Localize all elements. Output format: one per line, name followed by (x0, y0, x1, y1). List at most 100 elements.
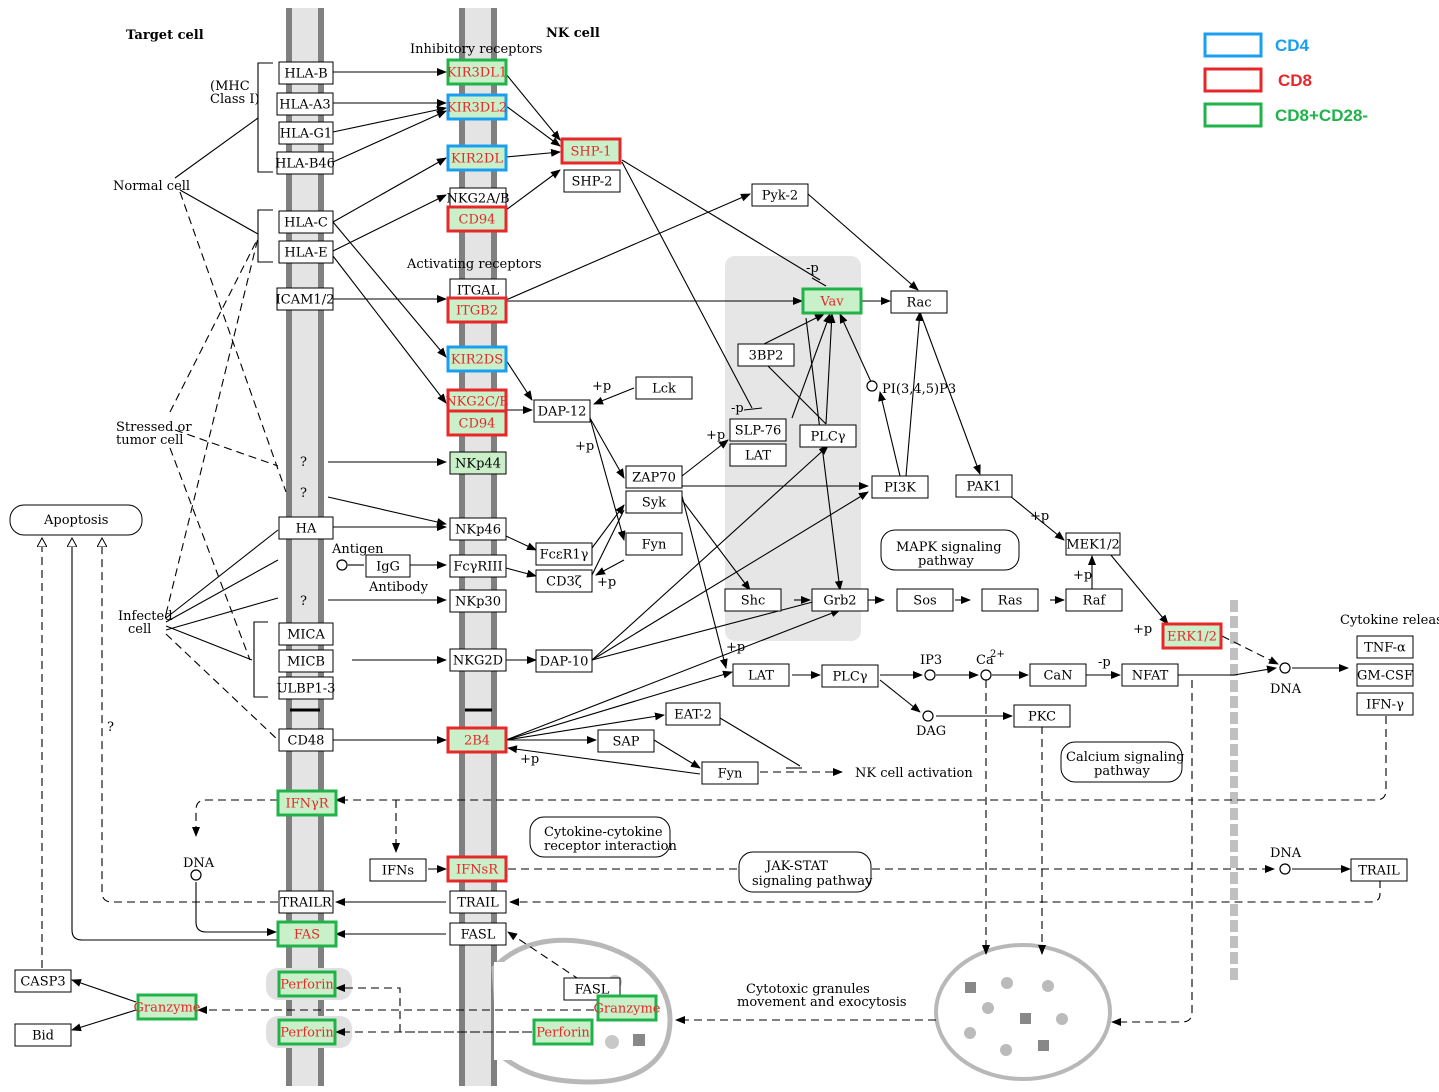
gene-node-icam: ICAM1/2 (276, 287, 335, 311)
gene-box-perforin-t2 (277, 1018, 337, 1046)
gene-node-cd3z: CD3ζ (535, 569, 593, 593)
stressed-label-1: Stressed or (116, 420, 192, 435)
plus-p-label: +p (706, 428, 725, 443)
gene-label-dap12: DAP-12 (538, 405, 587, 420)
gene-box-grb2 (811, 588, 869, 612)
gene-node-trail-nk: TRAIL (449, 890, 507, 914)
gene-node-micb: MICB (278, 649, 334, 673)
gene-node-nkp30: NKp30 (449, 589, 507, 613)
gene-box-raf (1065, 588, 1123, 612)
gene-node-nkg2d: NKG2D (449, 648, 507, 672)
gene-node-gmcsf: GM-CSF (1356, 663, 1414, 687)
gene-node-grb2: Grb2 (811, 588, 869, 612)
gene-box-hla-b (278, 61, 334, 85)
gene-node-kir2dl: KIR2DL (446, 144, 508, 172)
gene-label-lat1: LAT (745, 449, 771, 464)
gene-box-fcer1g (535, 542, 593, 566)
unknown-link: ? (107, 720, 114, 735)
gene-box-mek (1065, 532, 1121, 556)
pathway-ovals (9, 504, 1183, 893)
gene-node-ifnsr: IFNsR (446, 855, 508, 883)
gene-box-hla-e (278, 240, 334, 264)
gene-node-hla-b: HLA-B (278, 61, 334, 85)
gene-box-lat2 (732, 663, 790, 687)
gene-node-rac: Rac (890, 290, 948, 314)
gene-node-tnfa: TNF-α (1356, 635, 1414, 659)
gene-box-pkc (1013, 704, 1071, 728)
gene-label-icam: ICAM1/2 (276, 293, 335, 308)
gene-node-hla-c: HLA-C (278, 210, 334, 234)
gene-box-ifnsr (446, 855, 508, 883)
normal-cell-label: Normal cell (113, 179, 190, 194)
gene-label-slp76: SLP-76 (735, 424, 782, 439)
gene-label-cd94a: CD94 (459, 213, 496, 228)
legend-label-cd8: CD8 (1278, 71, 1312, 90)
gene-node-perforin-g: Perforin (532, 1018, 594, 1046)
gene-label-granzyme-t: Granzyme (134, 1001, 201, 1016)
gene-box-slp76 (729, 418, 787, 442)
mapk-pathway-label-1: MAPK signaling (896, 540, 1002, 555)
gene-label-hla-g1: HLA-G1 (280, 127, 332, 142)
gene-box-2b4 (446, 726, 508, 754)
gene-label-cd94b: CD94 (459, 417, 496, 432)
gene-label-gmcsf: GM-CSF (1357, 669, 1413, 684)
gene-node-shc: Shc (724, 588, 782, 612)
gene-label-lat2: LAT (748, 669, 774, 684)
dna-label-trail: DNA (1270, 846, 1302, 861)
gene-box-ifng (1356, 692, 1414, 716)
gene-node-sap: SAP (597, 729, 655, 753)
gene-box-lat1 (729, 443, 787, 467)
gene-box-ulbp (278, 676, 334, 700)
gene-box-eat2 (665, 702, 721, 726)
gene-node-syk: Syk (625, 490, 683, 514)
mapk-pathway-label-2: pathway (918, 554, 975, 569)
gene-node-granzyme-g: Granzyme (594, 994, 661, 1022)
gene-node-ifngr: IFNγR (276, 789, 338, 817)
gene-label-shp1: SHP-1 (571, 145, 612, 160)
gene-node-nkg2ab: NKG2A/B (446, 187, 510, 209)
gene-label-hla-e: HLA-E (284, 246, 327, 261)
gene-box-fasl-nk (449, 922, 507, 946)
dna-label-target: DNA (183, 856, 215, 871)
gene-label-itgb2: ITGB2 (456, 304, 498, 319)
gene-box-vav (801, 287, 863, 315)
minus-p-label: -p (806, 261, 819, 276)
gene-node-3bp2: 3BP2 (737, 343, 795, 367)
gene-label-ifns: IFNs (382, 864, 414, 879)
gene-label-kir3dl1: KIR3DL1 (447, 66, 507, 81)
gene-label-hla-b: HLA-B (284, 67, 327, 82)
plus-p-label: +p (597, 575, 616, 590)
gene-label-lck: Lck (652, 382, 676, 397)
gene-label-cd48: CD48 (288, 734, 325, 749)
plus-p-label: +p (575, 439, 594, 454)
gene-box-cd94b (446, 409, 508, 437)
gene-box-zap70 (625, 465, 683, 489)
gene-box-nkp30 (449, 589, 507, 613)
gene-box-pak1 (955, 474, 1013, 498)
gene-label-kir2dl: KIR2DL (451, 152, 503, 167)
gene-box-dap10 (535, 649, 593, 673)
gene-label-syk: Syk (642, 496, 666, 511)
dna-label-erk: DNA (1270, 682, 1302, 697)
gene-label-kir3dl2: KIR3DL2 (447, 101, 507, 116)
gene-label-3bp2: 3BP2 (749, 349, 784, 364)
plus-p-label: +p (592, 379, 611, 394)
legend-swatch-cd8 (1203, 67, 1263, 93)
legend-swatch-cd4 (1203, 32, 1263, 58)
gene-node-shp2: SHP-2 (563, 169, 621, 193)
gene-box-hla-g1 (278, 121, 334, 145)
gene-node-fcer1g: FcεR1γ (535, 542, 593, 566)
gene-node-kir2ds: KIR2DS (446, 345, 508, 373)
gene-node-hla-b46: HLA-B46 (275, 151, 335, 175)
nk-activation-label: NK cell activation (855, 766, 973, 781)
gene-label-grb2: Grb2 (823, 594, 856, 609)
gene-node-fas: FAS (276, 920, 338, 948)
plus-p-label: +p (520, 752, 539, 767)
gene-node-nkp44: NKp44 (449, 451, 507, 475)
plus-p-label: +p (1133, 622, 1152, 637)
gene-node-nkp46: NKp46 (449, 517, 507, 541)
gene-label-fcgr3: FcγRIII (453, 560, 502, 575)
activating-receptors-label: Activating receptors (406, 257, 542, 272)
gene-box-cd48 (278, 728, 334, 752)
gene-box-perforin-t1 (277, 970, 337, 998)
